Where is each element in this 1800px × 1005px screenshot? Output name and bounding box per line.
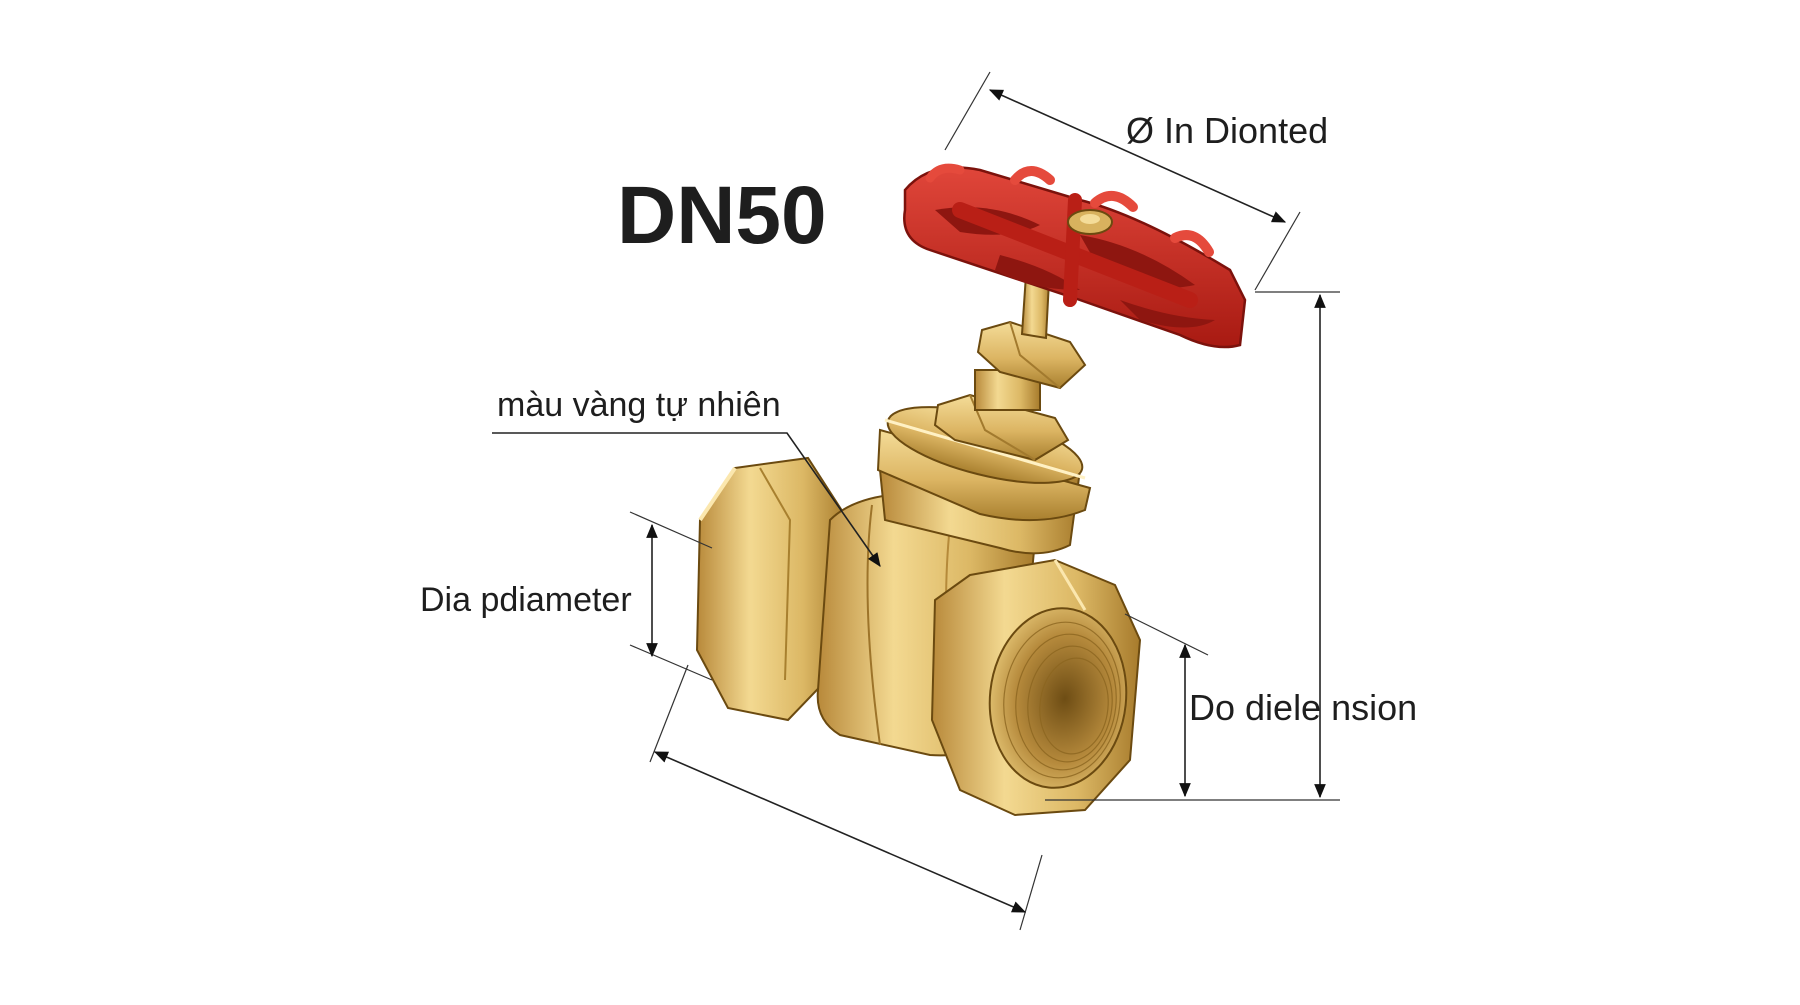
- dimension-lines: [492, 71, 1340, 931]
- material-callout-label: màu vàng tự nhiên: [497, 386, 781, 424]
- upper-hex-nut: [974, 320, 1087, 411]
- port-extension-top: [1124, 613, 1209, 656]
- left-hex-port: [695, 456, 850, 722]
- dia-extension-bottom: [629, 644, 713, 681]
- length-extension-right: [1019, 854, 1043, 931]
- length-extension-left: [649, 664, 689, 763]
- dia-extension-top: [629, 511, 713, 549]
- valve-illustration: [695, 163, 1247, 817]
- handwheel-dimension-label: Ø In Dionted: [1126, 110, 1328, 151]
- size-title: DN50: [617, 170, 827, 261]
- red-handwheel: [903, 163, 1247, 349]
- handwheel-dimension-arrow: [988, 89, 1287, 223]
- handwheel-dimension-extension-right: [1254, 211, 1301, 291]
- material-callout-leader: [492, 432, 881, 567]
- handwheel-dimension-extension-left: [944, 71, 991, 151]
- length-dimension-arrow: [653, 751, 1027, 913]
- right-hex-port: [930, 558, 1142, 817]
- height-dimension-label: Do diele nsion: [1189, 687, 1417, 728]
- port-diameter-label: Dia pdiameter: [420, 581, 632, 619]
